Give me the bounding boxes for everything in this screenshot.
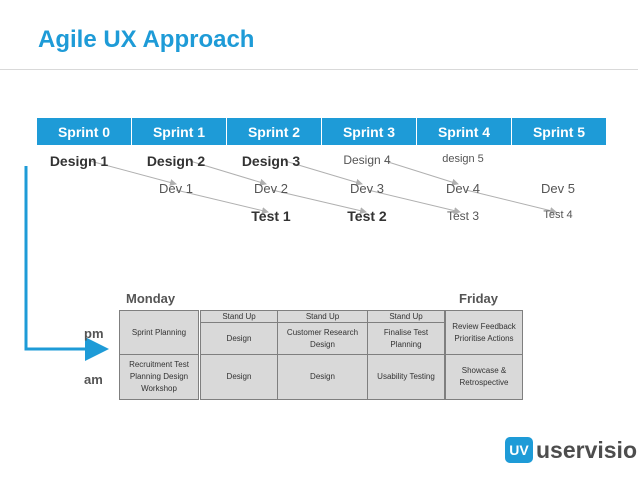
sprint-header-2: Sprint 2 xyxy=(227,118,322,145)
design-item-1: Design 1 xyxy=(49,153,109,169)
am-cell-tuesday: Design xyxy=(200,354,278,400)
design-item-5: design 5 xyxy=(442,153,484,165)
friday-label: Friday xyxy=(459,291,499,306)
arrow-design4-dev4 xyxy=(384,160,459,186)
test-item-2: Test 2 xyxy=(347,208,387,224)
pm-cell-wednesday: Customer Research Design xyxy=(277,322,368,355)
arrow-dev4-test4 xyxy=(465,189,557,214)
pm-cell-monday: Sprint Planning xyxy=(119,310,199,355)
uservision-logo-mark: UV xyxy=(505,437,533,463)
pm-cell-friday: Review Feedback Prioritise Actions xyxy=(445,310,523,355)
dev-item-1: Dev 1 xyxy=(159,181,193,196)
sprint-header-1: Sprint 1 xyxy=(132,118,227,145)
sprint-header-3: Sprint 3 xyxy=(322,118,417,145)
am-cell-friday: Showcase & Retrospective xyxy=(445,354,523,400)
pm-cell-thursday: Finalise Test Planning xyxy=(367,322,445,355)
test-item-3: Test 3 xyxy=(446,209,480,223)
arrow-design1-dev1 xyxy=(89,160,177,186)
dev-item-3: Dev 3 xyxy=(350,181,384,196)
page-title: Agile UX Approach xyxy=(38,26,255,53)
test-item-4: Test 4 xyxy=(543,209,573,221)
am-cell-monday: Recruitment Test Planning Design Worksho… xyxy=(119,354,199,400)
test-item-1: Test 1 xyxy=(251,208,291,224)
pm-cell-tuesday: Design xyxy=(200,322,278,355)
arrow-dev3-test3 xyxy=(367,189,461,215)
arrow-design2-dev2 xyxy=(189,160,267,186)
dev-item-5: Dev 5 xyxy=(541,181,575,196)
arrow-dev1-test1 xyxy=(175,189,269,215)
am-cell-thursday: Usability Testing xyxy=(367,354,445,400)
bracket-arrow xyxy=(24,166,109,361)
monday-label: Monday xyxy=(126,291,176,306)
design-item-4: Design 4 xyxy=(343,153,391,167)
dev-item-4: Dev 4 xyxy=(446,181,480,196)
sprint-header-5: Sprint 5 xyxy=(532,123,586,140)
am-cell-wednesday: Design xyxy=(277,354,368,400)
pm-label: pm xyxy=(84,326,104,341)
arrow-dev2-test2 xyxy=(271,189,367,215)
am-label: am xyxy=(84,372,103,387)
dev-item-2: Dev 2 xyxy=(254,181,288,196)
sprint-header-0: Sprint 0 xyxy=(37,118,132,145)
sprint-header-row: Sprint 0 Sprint 1 Sprint 2 Sprint 3 Spri… xyxy=(37,118,606,145)
uservision-logo-text: uservision xyxy=(536,437,638,463)
design-item-3: Design 3 xyxy=(241,153,301,169)
arrow-design3-dev3 xyxy=(284,160,363,186)
sprint-header-4: Sprint 4 xyxy=(417,118,512,145)
title-divider xyxy=(0,69,638,70)
design-item-2: Design 2 xyxy=(146,153,206,169)
